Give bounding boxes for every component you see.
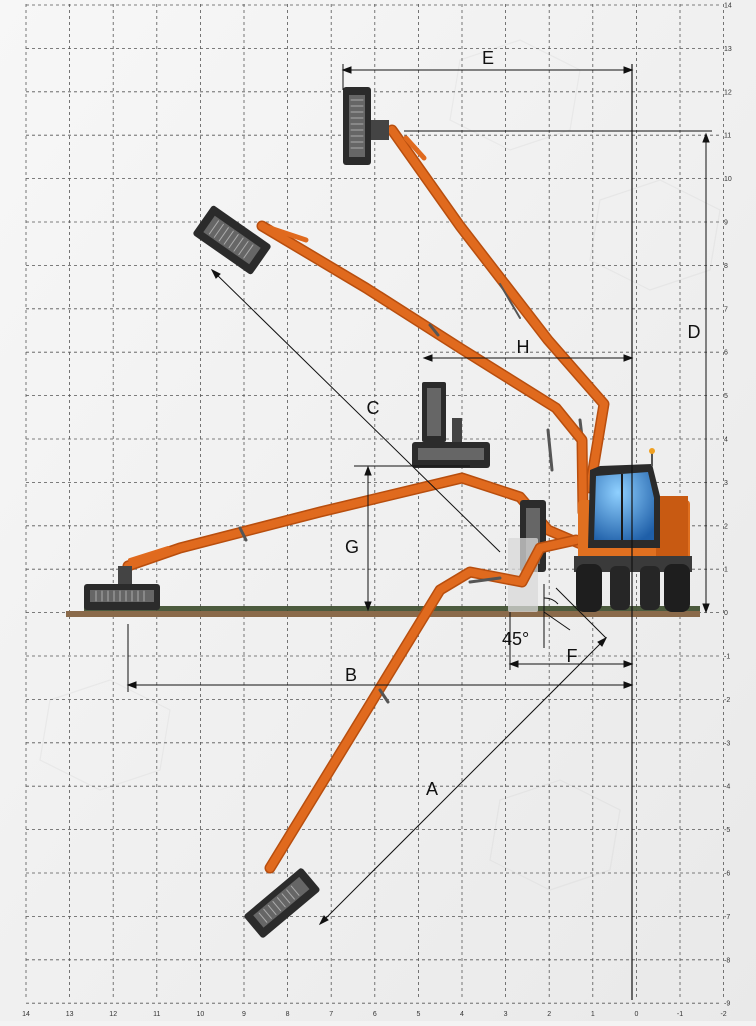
boom-position-upper-diagonal: [193, 205, 589, 518]
y-tick-label: -6: [724, 871, 730, 878]
x-tick-label: 3: [504, 1011, 508, 1018]
label-H: H: [517, 337, 530, 357]
y-tick-label: 9: [724, 220, 728, 227]
carrier-vehicle: [574, 448, 692, 612]
y-tick-label: -8: [724, 957, 730, 964]
x-tick-label: 2: [547, 1011, 551, 1018]
y-tick-label: -9: [724, 1001, 730, 1008]
label-G: G: [345, 537, 359, 557]
y-tick-label: 14: [724, 3, 732, 10]
y-tick-label: 10: [724, 176, 732, 183]
x-tick-label: 11: [153, 1011, 160, 1018]
label-C: C: [367, 398, 380, 418]
x-tick-label: 9: [242, 1011, 246, 1018]
rear-wheels: [640, 564, 690, 612]
label-F: F: [567, 646, 578, 666]
y-tick-label: 8: [724, 263, 728, 270]
x-tick-label: 4: [460, 1011, 464, 1018]
boom-position-below: [244, 534, 582, 938]
y-tick-label: -3: [724, 740, 730, 747]
y-tick-label: -4: [724, 784, 730, 791]
y-tick-label: 2: [724, 523, 728, 530]
y-tick-label: 11: [724, 133, 731, 140]
mower-head-center: [412, 382, 490, 468]
y-tick-label: -1: [724, 654, 730, 661]
angle-label: 45°: [502, 629, 529, 649]
x-tick-label: 6: [373, 1011, 377, 1018]
x-tick-label: 7: [329, 1011, 333, 1018]
x-tick-label: 10: [197, 1011, 205, 1018]
label-A: A: [426, 779, 438, 799]
boom-positions: [84, 87, 610, 938]
label-E: E: [482, 48, 494, 68]
x-tick-label: 12: [109, 1011, 117, 1018]
x-tick-label: 5: [416, 1011, 420, 1018]
x-tick-label: 13: [66, 1011, 74, 1018]
label-B: B: [345, 665, 357, 685]
boom-position-horizontal: [84, 472, 589, 610]
y-tick-label: 5: [724, 393, 728, 400]
y-tick-label: 12: [724, 89, 732, 96]
x-tick-label: -1: [677, 1011, 683, 1018]
x-tick-label: 0: [634, 1011, 638, 1018]
dimension-labels: E D H C G B F A 45°: [345, 48, 701, 799]
label-D: D: [688, 322, 701, 342]
x-tick-label: 1: [591, 1011, 595, 1018]
mower-head-upper-diagonal: [193, 205, 271, 275]
front-wheels: [576, 564, 630, 612]
y-tick-label: 1: [724, 567, 728, 574]
y-tick-label: -5: [724, 827, 730, 834]
background-pattern: [39, 39, 721, 891]
boom-position-high: [343, 87, 610, 494]
ground: [66, 606, 700, 617]
dimension-lines: [126, 64, 712, 1000]
y-tick-label: 4: [724, 437, 728, 444]
mower-head-bottom: [244, 868, 320, 938]
y-tick-label: 7: [724, 306, 728, 313]
y-tick-label: 6: [724, 350, 728, 357]
mower-head-horizontal: [84, 566, 160, 610]
x-tick-label: 14: [22, 1011, 30, 1018]
y-tick-label: -2: [724, 697, 730, 704]
x-tick-label: 8: [286, 1011, 290, 1018]
x-tick-label: -2: [720, 1011, 726, 1018]
y-tick-label: 13: [724, 46, 732, 53]
y-tick-label: 3: [724, 480, 728, 487]
mower-head-top: [343, 87, 389, 165]
y-tick-label: -7: [724, 914, 730, 921]
y-tick-label: 0: [724, 610, 728, 617]
